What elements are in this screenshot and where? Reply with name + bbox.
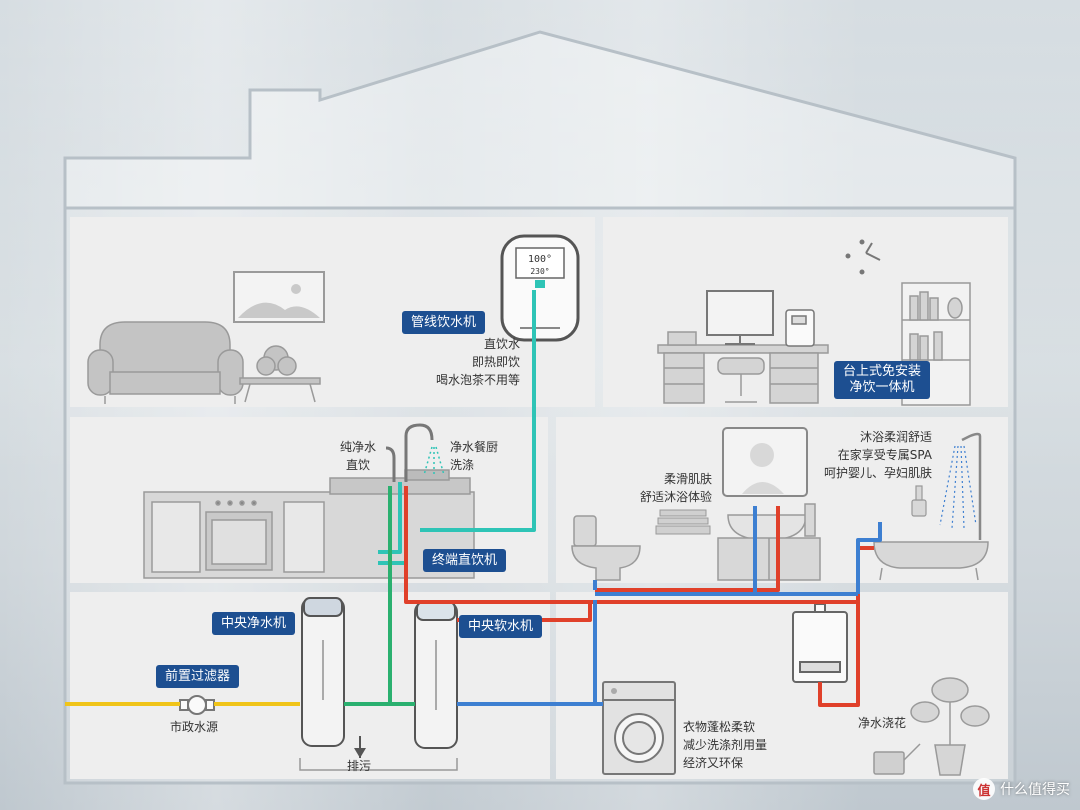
water-meter-icon bbox=[179, 695, 215, 715]
shower-head-icon bbox=[961, 432, 982, 540]
display-temp-bottom: 230° bbox=[530, 267, 549, 276]
tag-central-purifier: 中央净水机 bbox=[212, 612, 296, 635]
note-drain: 排污 bbox=[347, 759, 372, 773]
note-kitchen-right: 净水餐厨 洗涤 bbox=[450, 440, 499, 472]
shower-spray-icon bbox=[939, 445, 977, 529]
pipes bbox=[65, 290, 882, 707]
mirror-icon bbox=[722, 427, 808, 497]
display-temp-top: 100° bbox=[528, 254, 552, 265]
washing-machine-icon bbox=[602, 681, 676, 775]
kitchen-cabinet-icon bbox=[143, 469, 475, 579]
tag-desktop-purifier: 台上式免安装 净饮一体机 bbox=[834, 361, 931, 399]
coffee-table-icon bbox=[239, 345, 321, 403]
bathtub-icon bbox=[873, 541, 989, 581]
note-shower-spa: 沐浴柔润舒适 在家享受专属SPA 呵护婴儿、孕妇肌肤 bbox=[824, 430, 933, 480]
central-purifier-tank-icon bbox=[301, 597, 345, 747]
central-softener-tank-icon bbox=[414, 601, 458, 749]
computer-monitor-icon bbox=[706, 290, 774, 345]
desk-icon bbox=[657, 331, 829, 404]
sofa-icon bbox=[87, 321, 244, 404]
sink-vanity-icon bbox=[717, 503, 821, 581]
house-roof bbox=[63, 30, 1017, 208]
note-dispenser-features: 直饮水 即热即饮 喝水泡茶不用等 bbox=[436, 337, 521, 387]
towels-icon bbox=[655, 509, 711, 535]
tag-pre-filter: 前置过滤器 bbox=[156, 665, 240, 688]
brand-logo-icon: 值 bbox=[973, 778, 995, 800]
tag-terminal-purifier: 终端直饮机 bbox=[423, 549, 507, 572]
note-laundry: 衣物蓬松柔软 减少洗涤剂用量 经济又环保 bbox=[683, 720, 768, 770]
tag-pipeline-dispenser: 管线饮水机 bbox=[402, 311, 486, 334]
hot-water-pipe bbox=[404, 486, 874, 707]
note-kitchen-left: 纯净水 直饮 bbox=[340, 440, 377, 472]
bottle-icon bbox=[911, 485, 927, 517]
watering-can-icon bbox=[873, 743, 921, 775]
tag-central-softener: 中央软水机 bbox=[459, 615, 543, 638]
clock-icon bbox=[845, 239, 881, 275]
picture-frame-icon bbox=[233, 271, 325, 323]
pipeline-dispenser-device: 100° 230° bbox=[500, 234, 580, 342]
desktop-purifier-icon bbox=[785, 309, 815, 347]
kitchen-faucet-icon bbox=[385, 423, 434, 482]
plant-icon bbox=[910, 677, 990, 776]
drain-outline bbox=[299, 736, 458, 771]
brand-name: 什么值得买 bbox=[1000, 782, 1070, 798]
water-heater-icon bbox=[792, 603, 848, 683]
cold-water-pipe bbox=[457, 506, 882, 706]
note-city-source: 市政水源 bbox=[170, 720, 219, 734]
chair-icon bbox=[717, 357, 765, 403]
note-watering: 净水浇花 bbox=[858, 716, 907, 730]
toilet-icon bbox=[571, 515, 641, 581]
note-bath-skin: 柔滑肌肤 舒适沐浴体验 bbox=[640, 472, 713, 504]
brand-watermark: 值 什么值得买 bbox=[973, 778, 1070, 800]
